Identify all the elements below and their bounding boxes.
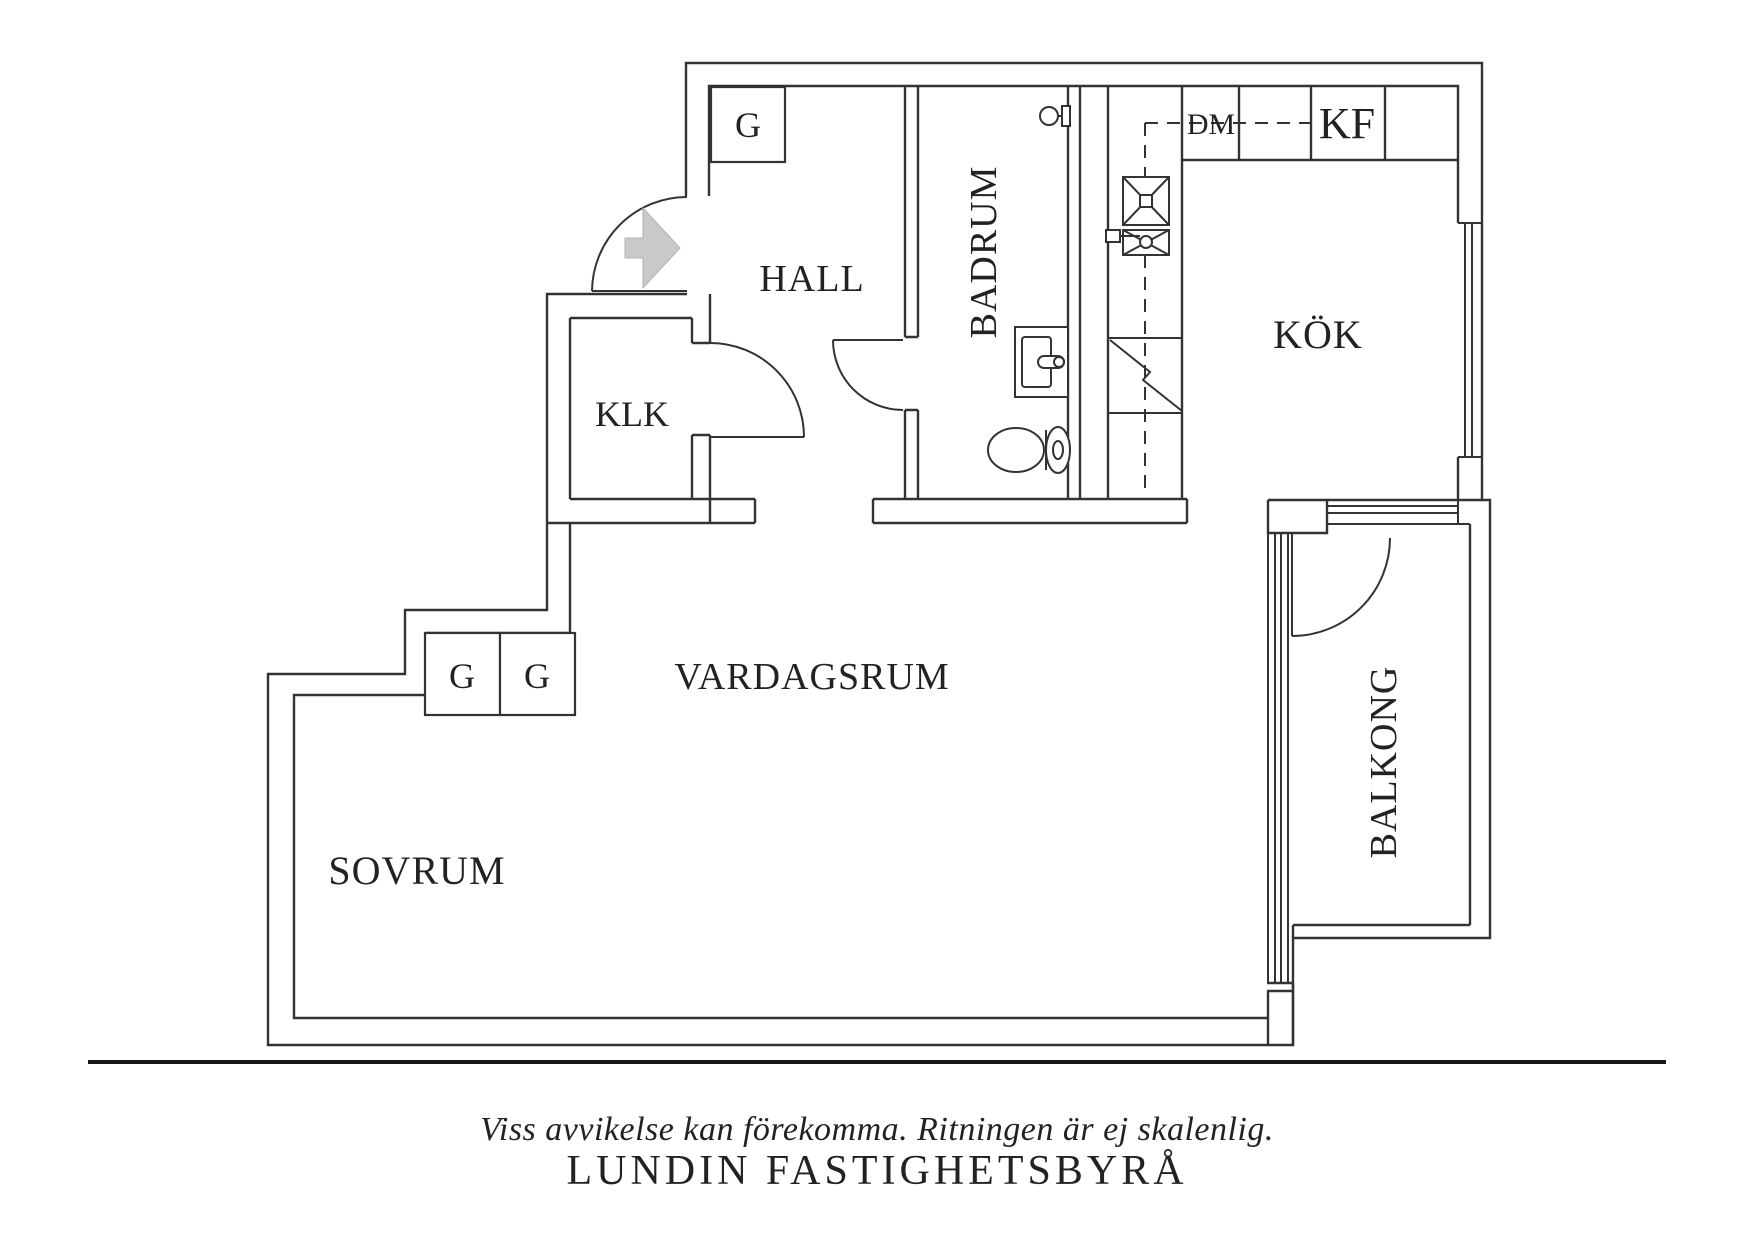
toilet-icon (987, 426, 1071, 474)
bathroom-sink-icon (1014, 326, 1069, 398)
stove-icon (1122, 176, 1170, 226)
counter-break-icon (1108, 337, 1183, 414)
balcony-walls (1266, 498, 1482, 1045)
entry-arrow-icon (624, 206, 681, 290)
entry-door (591, 196, 688, 292)
dishwasher-label: DM (1187, 108, 1235, 141)
bedroom-wardrobe-boxes (423, 631, 577, 717)
hall-wardrobe-box (709, 85, 787, 164)
wardrobe-label-right: G (524, 656, 550, 696)
room-label-vardagsrum: VARDAGSRUM (674, 656, 949, 698)
room-label-kok: KÖK (1273, 312, 1363, 357)
wardrobe-label-hall: G (735, 105, 761, 145)
balcony-door (1291, 533, 1391, 637)
closet-door (709, 342, 805, 438)
interior-walls (547, 86, 1189, 525)
bathroom-door (832, 339, 904, 411)
exterior-walls (266, 61, 1492, 1047)
shower-icon (1039, 105, 1071, 127)
room-label-balkong: BALKONG (1363, 666, 1405, 859)
room-label-klk: KLK (595, 394, 669, 434)
wardrobe-label-left: G (449, 656, 475, 696)
kitchen-cabinets (1106, 86, 1458, 499)
kitchen-sink-icon (1105, 229, 1170, 256)
room-label-badrum: BADRUM (963, 166, 1005, 339)
room-label-sovrum: SOVRUM (328, 848, 505, 893)
room-label-hall: HALL (759, 258, 864, 300)
footer: Viss avvikelse kan förekomma. Ritningen … (88, 1060, 1666, 1194)
kitchen-window (1458, 222, 1482, 458)
footer-brand: LUNDIN FASTIGHETSBYRÅ (566, 1148, 1187, 1194)
footer-disclaimer: Viss avvikelse kan förekomma. Ritningen … (480, 1111, 1274, 1148)
fridge-freezer-label: KF (1319, 99, 1375, 148)
